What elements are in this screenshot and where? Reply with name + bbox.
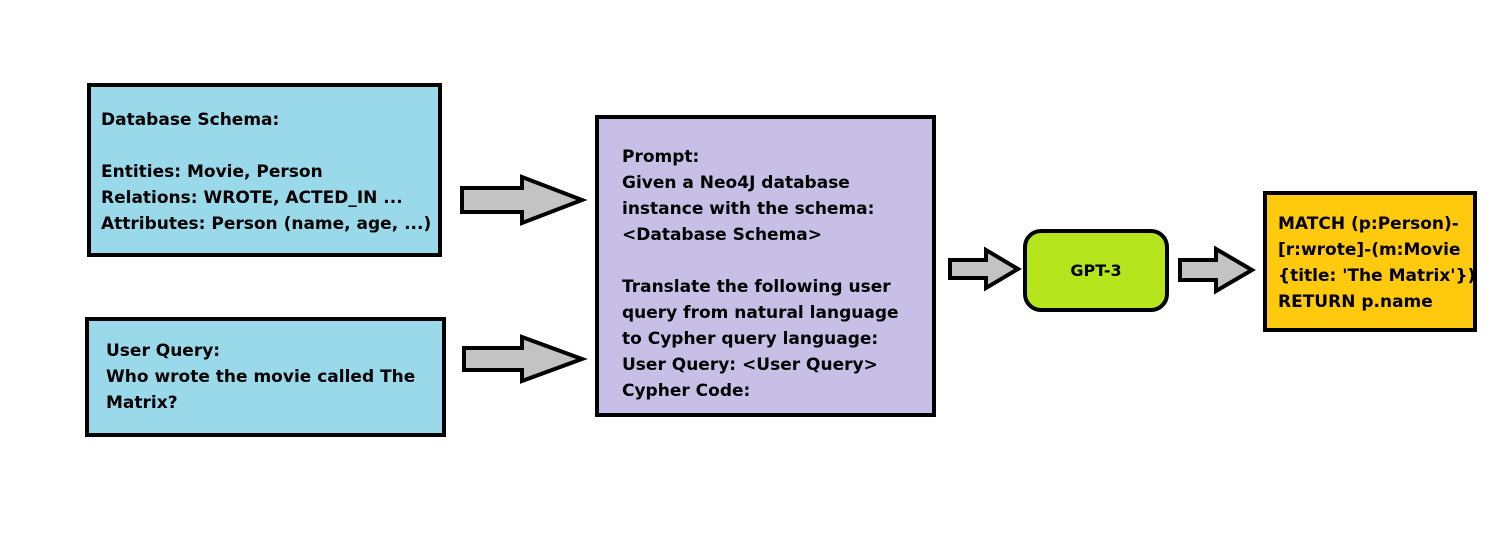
prompt-line-8: User Query: <User Query> <box>622 355 878 375</box>
user-query-text-line-1: Who wrote the movie called The <box>106 367 416 387</box>
prompt-line-6: query from natural language <box>622 303 899 323</box>
schema-relations: Relations: WROTE, ACTED_IN ... <box>101 188 403 208</box>
schema-entities: Entities: Movie, Person <box>101 162 323 182</box>
model-label: GPT-3 <box>1070 260 1122 280</box>
user-query-text-line-2: Matrix? <box>106 393 178 413</box>
prompt-box: Prompt: Given a Neo4J database instance … <box>595 115 936 417</box>
arrow-schema-to-prompt <box>460 174 588 226</box>
user-query-title: User Query: <box>106 341 221 361</box>
prompt-line-2: instance with the schema: <box>622 199 875 219</box>
prompt-line-3: <Database Schema> <box>622 225 823 245</box>
arrow-prompt-to-model <box>948 246 1022 292</box>
output-line-2: [r:wrote]-(m:Movie <box>1278 240 1461 260</box>
output-box: MATCH (p:Person)- [r:wrote]-(m:Movie {ti… <box>1263 191 1477 332</box>
schema-title: Database Schema: <box>101 110 280 130</box>
schema-spacer <box>101 133 438 159</box>
user-query-box: User Query: Who wrote the movie called T… <box>85 317 446 437</box>
prompt-line-9: Cypher Code: <box>622 381 751 401</box>
output-line-4: RETURN p.name <box>1278 292 1433 312</box>
output-line-1: MATCH (p:Person)- <box>1278 214 1459 234</box>
prompt-line-1: Given a Neo4J database <box>622 173 850 193</box>
arrow-model-to-output <box>1178 245 1256 295</box>
arrow-query-to-prompt <box>462 334 588 384</box>
prompt-title: Prompt: <box>622 147 700 167</box>
model-box: GPT-3 <box>1023 229 1169 312</box>
prompt-spacer <box>622 248 932 274</box>
prompt-line-7: to Cypher query language: <box>622 329 879 349</box>
schema-attributes: Attributes: Person (name, age, ...) <box>101 214 432 234</box>
prompt-line-5: Translate the following user <box>622 277 891 297</box>
output-line-3: {title: 'The Matrix'}) <box>1278 266 1476 286</box>
schema-box: Database Schema: Entities: Movie, Person… <box>87 83 442 257</box>
